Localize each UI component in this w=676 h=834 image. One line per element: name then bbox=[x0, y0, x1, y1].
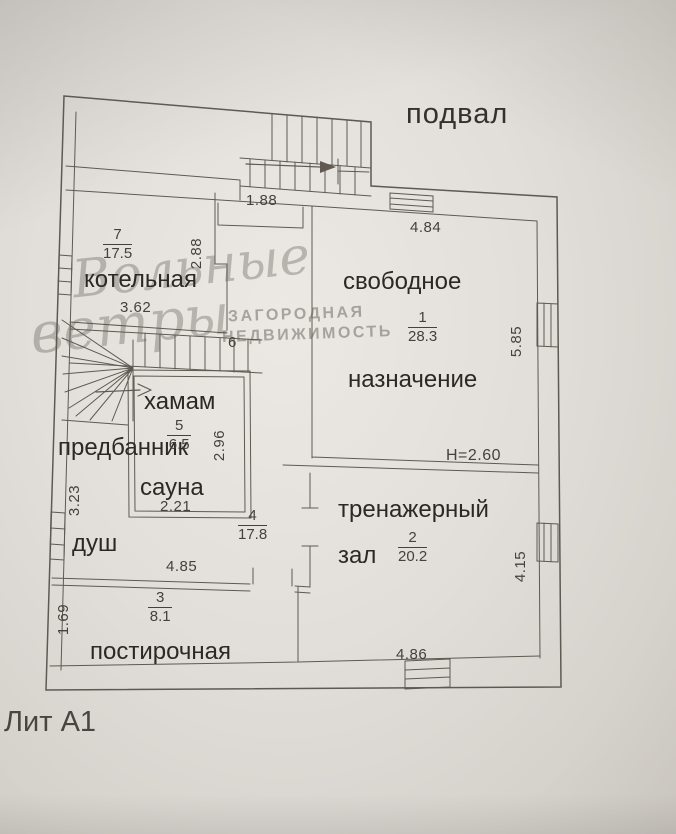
dim-anteroom-left: 3.23 bbox=[66, 484, 84, 517]
vestibule-walls bbox=[65, 165, 313, 207]
room3-walls bbox=[49, 586, 541, 667]
dim-top-passage: 1.88 bbox=[246, 192, 278, 209]
dim-laundry-left: 1.69 bbox=[55, 603, 73, 636]
anteroom-wall bbox=[61, 419, 129, 426]
room1-walls bbox=[311, 205, 541, 659]
window-bottom-room2 bbox=[404, 658, 451, 690]
dim-room1-right: 5.85 bbox=[508, 325, 526, 358]
room-label-sauna: сауна bbox=[140, 474, 204, 501]
dim-boiler-right: 2.88 bbox=[188, 237, 206, 270]
boiler-room-walls bbox=[69, 192, 228, 334]
room-label-gym-line1: тренажерный bbox=[338, 496, 489, 523]
room-label-free-line1: свободное bbox=[343, 268, 462, 295]
room-label-shower: душ bbox=[72, 530, 118, 557]
room-tag-boiler: 7 17.5 bbox=[103, 226, 133, 262]
shower-laundry-wall bbox=[51, 567, 311, 594]
stairs-winder-fan bbox=[61, 319, 134, 422]
room-tag-laundry: 3 8.1 bbox=[148, 589, 173, 625]
room-label-free-line2: назначение bbox=[348, 366, 478, 393]
room-tag-bath: 5 6.5 bbox=[167, 417, 192, 453]
dim-sauna-bottom: 2.21 bbox=[160, 498, 192, 515]
room-label-gym-line2: зал bbox=[338, 542, 377, 569]
window-right-room2 bbox=[536, 522, 559, 563]
room2-walls bbox=[282, 464, 539, 588]
dim-hall-bottom: 4.85 bbox=[166, 558, 198, 575]
passage-walls bbox=[217, 202, 304, 229]
stairs-direction-arrow-icon bbox=[245, 161, 336, 173]
window-top bbox=[389, 192, 434, 213]
height-note: H=2.60 bbox=[446, 447, 502, 464]
lit-label: Лит А1 bbox=[4, 706, 97, 738]
room-tag-hall: 4 17.8 bbox=[238, 507, 268, 543]
dim-bath-right: 2.96 bbox=[211, 429, 229, 462]
room-label-boiler: котельная bbox=[84, 266, 197, 293]
room-label-anteroom: предбанник bbox=[58, 434, 189, 461]
dim-room1-top: 4.84 bbox=[410, 219, 442, 236]
dim-gym-bottom: 4.86 bbox=[396, 646, 428, 663]
window-left-shower bbox=[49, 511, 66, 561]
dim-gym-right: 4.15 bbox=[512, 550, 530, 583]
window-left-boiler bbox=[57, 254, 73, 296]
page-title: подвал bbox=[406, 98, 509, 130]
dim-boiler-bottom: 3.62 bbox=[120, 299, 152, 316]
sauna-hammam-block bbox=[127, 369, 252, 519]
room-label-laundry: постирочная bbox=[90, 638, 232, 665]
room-tag-free: 1 28.3 bbox=[408, 309, 438, 345]
room-tag-gym: 2 20.2 bbox=[398, 529, 428, 565]
winder-arrow-icon bbox=[95, 383, 152, 397]
room-tag-stairs: 6 bbox=[228, 334, 237, 351]
window-right-room1 bbox=[536, 302, 559, 348]
room-label-hammam: хамам bbox=[144, 388, 216, 415]
stairs-upper-flight bbox=[239, 113, 372, 197]
outer-wall bbox=[45, 95, 562, 691]
